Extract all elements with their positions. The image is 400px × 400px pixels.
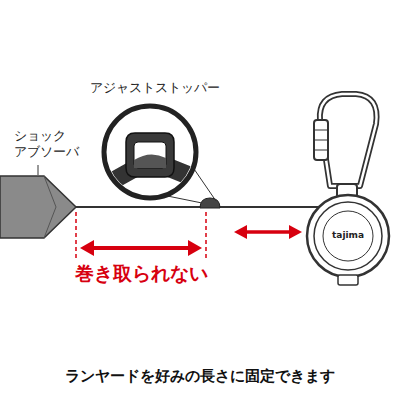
dashed-guide	[205, 212, 207, 258]
gate-ridge	[314, 150, 328, 151]
gate-ridge	[314, 140, 328, 141]
red-double-arrow	[244, 230, 292, 234]
magnifier-circle	[104, 106, 196, 198]
arrowhead	[289, 225, 302, 239]
red-double-arrow	[90, 246, 192, 250]
shock-absorber-fold	[44, 176, 56, 238]
reel-ring	[314, 202, 382, 270]
caption: ランヤードを好みの長さに固定できます	[65, 367, 335, 386]
reel-body	[307, 195, 389, 277]
part-label: アジャストストッパー	[90, 80, 220, 96]
arrowhead	[80, 240, 94, 256]
leader-line	[38, 165, 39, 175]
note-label: 巻き取られない	[75, 262, 208, 286]
dashed-guide	[75, 212, 77, 258]
magnifier-line	[192, 166, 216, 201]
logo-text: tajima	[332, 230, 364, 241]
adjust-stopper	[200, 198, 220, 208]
gate-ridge	[314, 130, 328, 131]
magnified-stopper	[100, 133, 200, 198]
reel-clip	[338, 275, 358, 285]
shock-absorber	[0, 176, 76, 238]
part-label: ショック アブソーバ	[14, 128, 94, 161]
lanyard-webbing	[76, 206, 320, 208]
screw-gate	[314, 120, 328, 160]
arrowhead	[188, 240, 202, 256]
arrowhead	[234, 225, 247, 239]
reel-hub	[323, 211, 373, 261]
